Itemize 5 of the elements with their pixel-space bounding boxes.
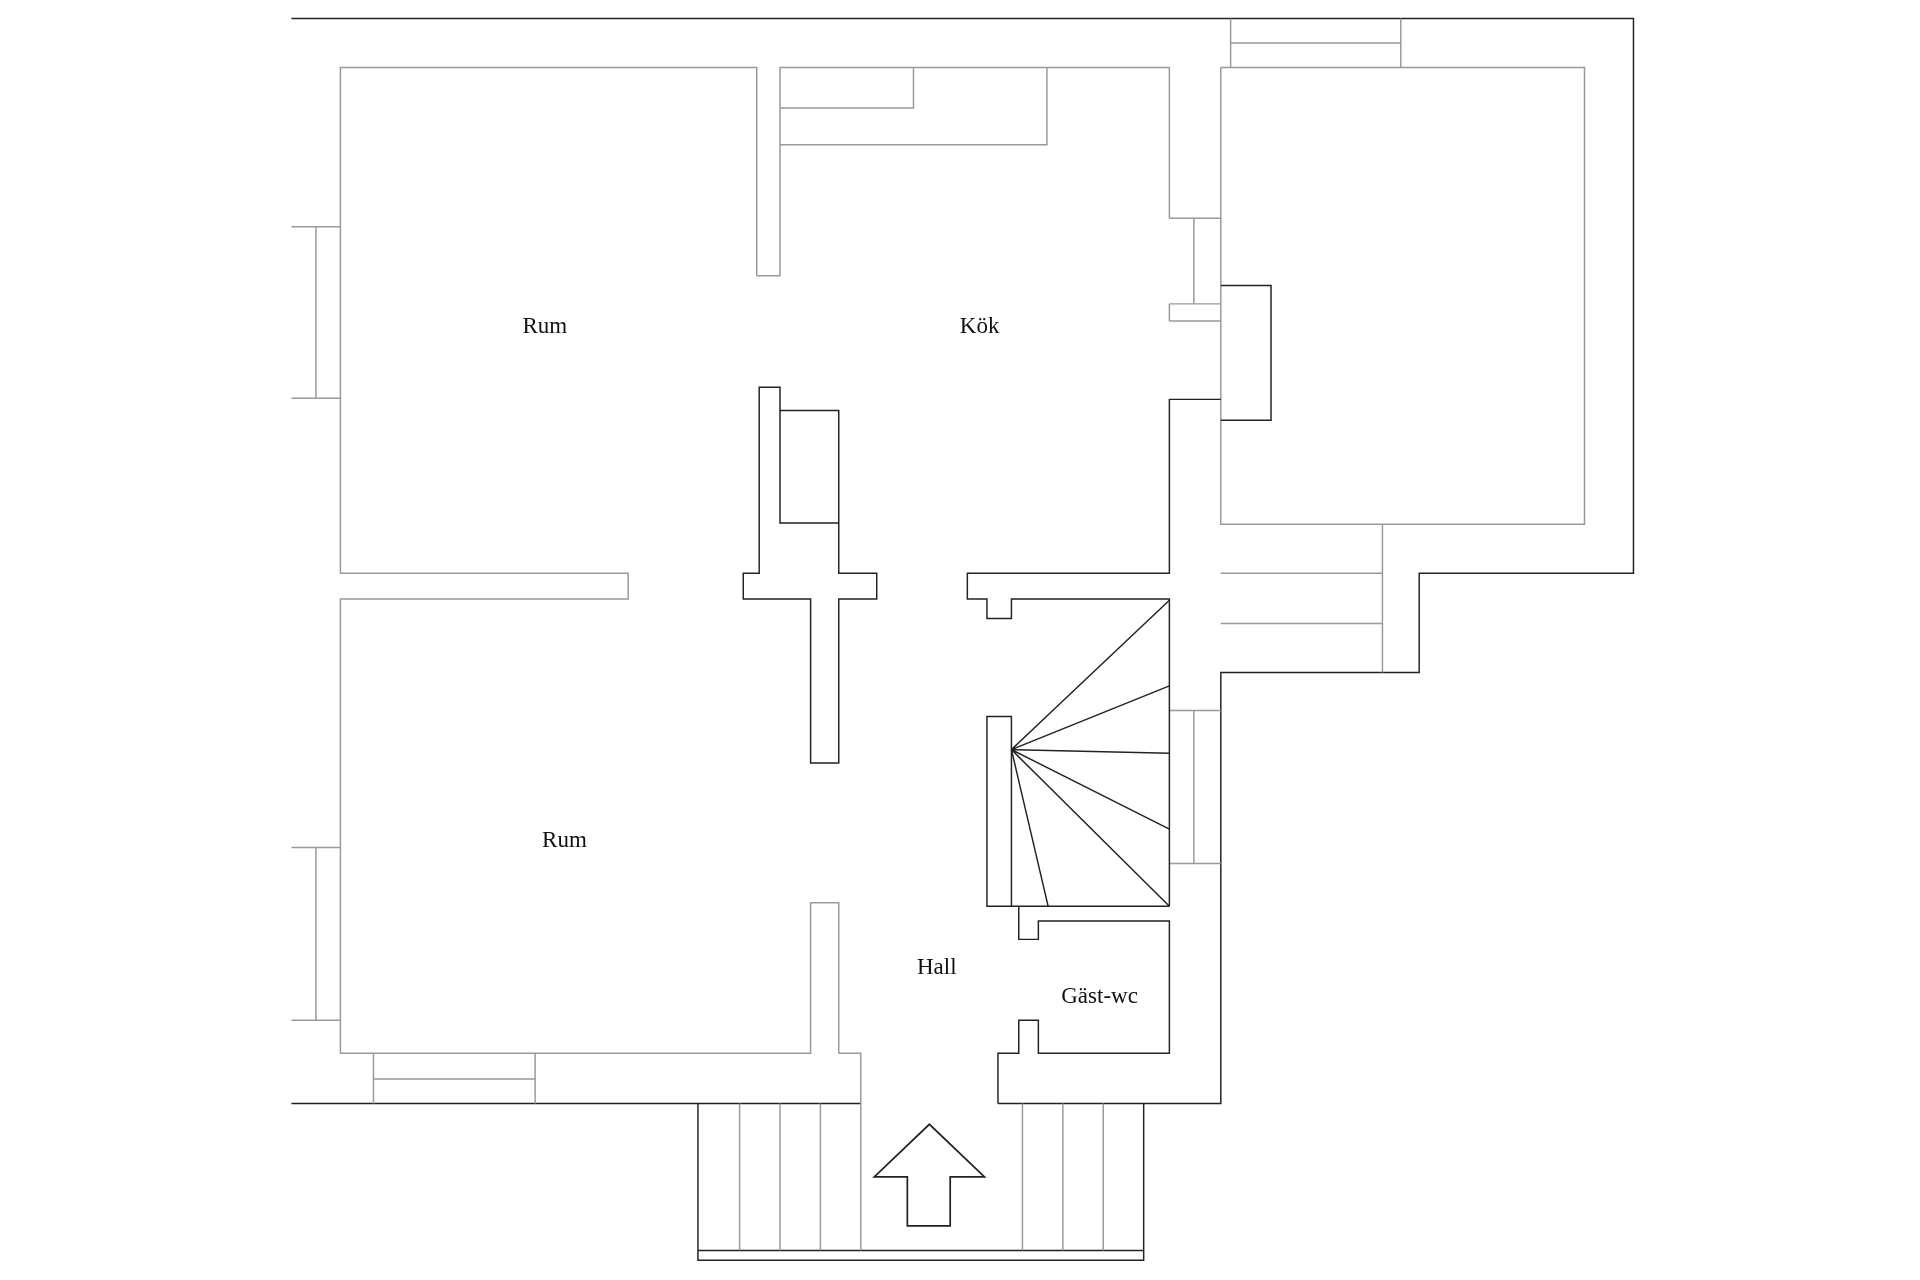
room-label: Rum: [542, 827, 587, 853]
room-label: Kök: [959, 312, 1000, 339]
room-label: Hall: [916, 954, 957, 981]
room-label: Gäst-wc: [1061, 982, 1138, 1009]
room-label: Rum: [522, 312, 568, 339]
